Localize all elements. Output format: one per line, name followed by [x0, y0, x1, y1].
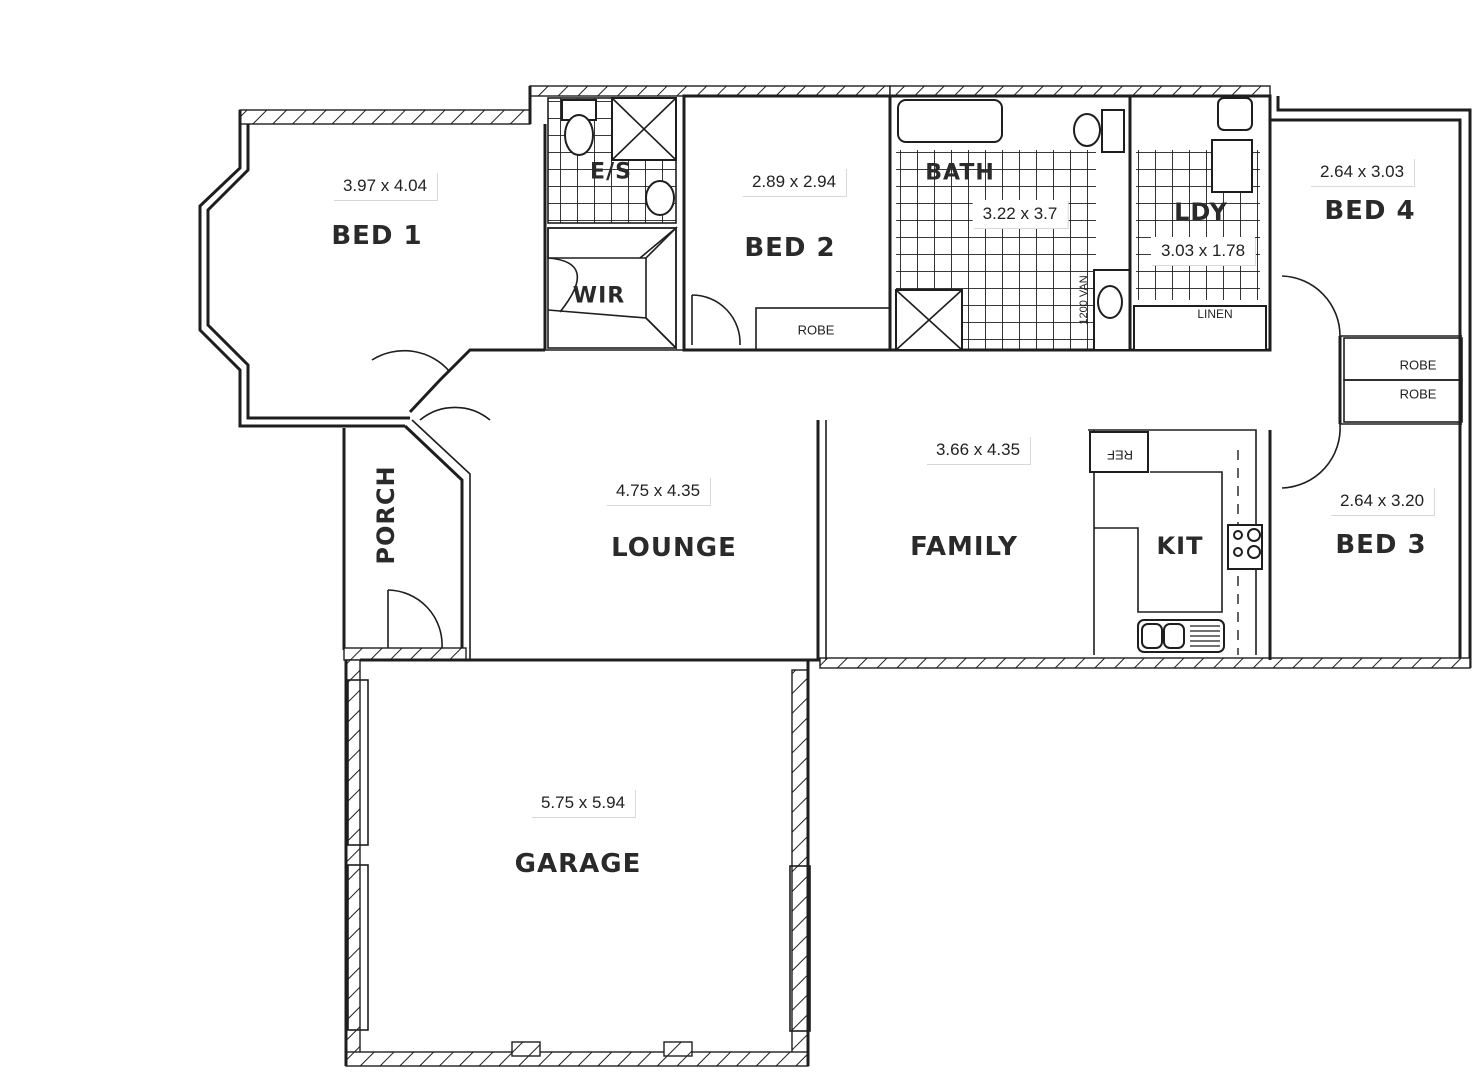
garage-label: GARAGE: [514, 849, 642, 879]
living-dividers: [470, 349, 890, 660]
bath-label: BATH: [925, 160, 995, 186]
wir-label: WIR: [572, 283, 626, 309]
garage-dimensions: 5.75 x 5.94: [530, 789, 636, 817]
laundry-area: [1128, 94, 1272, 352]
laundry-dimensions: 3.03 x 1.78: [1150, 237, 1256, 265]
bed2-dimensions: 2.89 x 2.94: [741, 168, 847, 196]
vanity-label: 1200 VAN: [1078, 275, 1090, 325]
porch-label: PORCH: [372, 465, 400, 565]
lounge-label: LOUNGE: [611, 533, 737, 563]
ensuite-label: E/S: [590, 159, 632, 185]
bed4-label: BED 4: [1324, 196, 1416, 226]
bed4-dimensions: 2.64 x 3.03: [1309, 158, 1415, 186]
laundry-label: LDY: [1174, 198, 1228, 226]
bed3-label: BED 3: [1335, 530, 1427, 560]
bed4-robe-label: ROBE: [1399, 357, 1437, 373]
linen-label: LINEN: [1197, 307, 1233, 321]
bed1-dimensions: 3.97 x 4.04: [332, 172, 438, 200]
porch-entry: [342, 349, 491, 661]
bed2-label: BED 2: [744, 233, 836, 263]
family-dimensions: 3.66 x 4.35: [925, 436, 1031, 464]
lounge-dimensions: 4.75 x 4.35: [605, 477, 711, 505]
kitchen: [1088, 429, 1263, 655]
kitchen-label: KIT: [1156, 532, 1204, 560]
garage-walls: [344, 658, 811, 1067]
bath-area: [888, 94, 1132, 352]
right-bedrooms: [1268, 120, 1463, 660]
bed1-label: BED 1: [331, 221, 423, 251]
bed1-walls: [408, 124, 547, 414]
wir: [547, 226, 678, 350]
bed2-robe-label: ROBE: [797, 322, 835, 338]
ensuite: [547, 97, 677, 224]
bed2-walls: [682, 94, 892, 352]
fridge-label: REF: [1107, 447, 1133, 463]
bed3-robe-label: ROBE: [1399, 386, 1437, 402]
family-label: FAMILY: [910, 532, 1018, 562]
bed3-dimensions: 2.64 x 3.20: [1329, 487, 1435, 515]
bath-dimensions: 3.22 x 3.7: [972, 200, 1068, 228]
